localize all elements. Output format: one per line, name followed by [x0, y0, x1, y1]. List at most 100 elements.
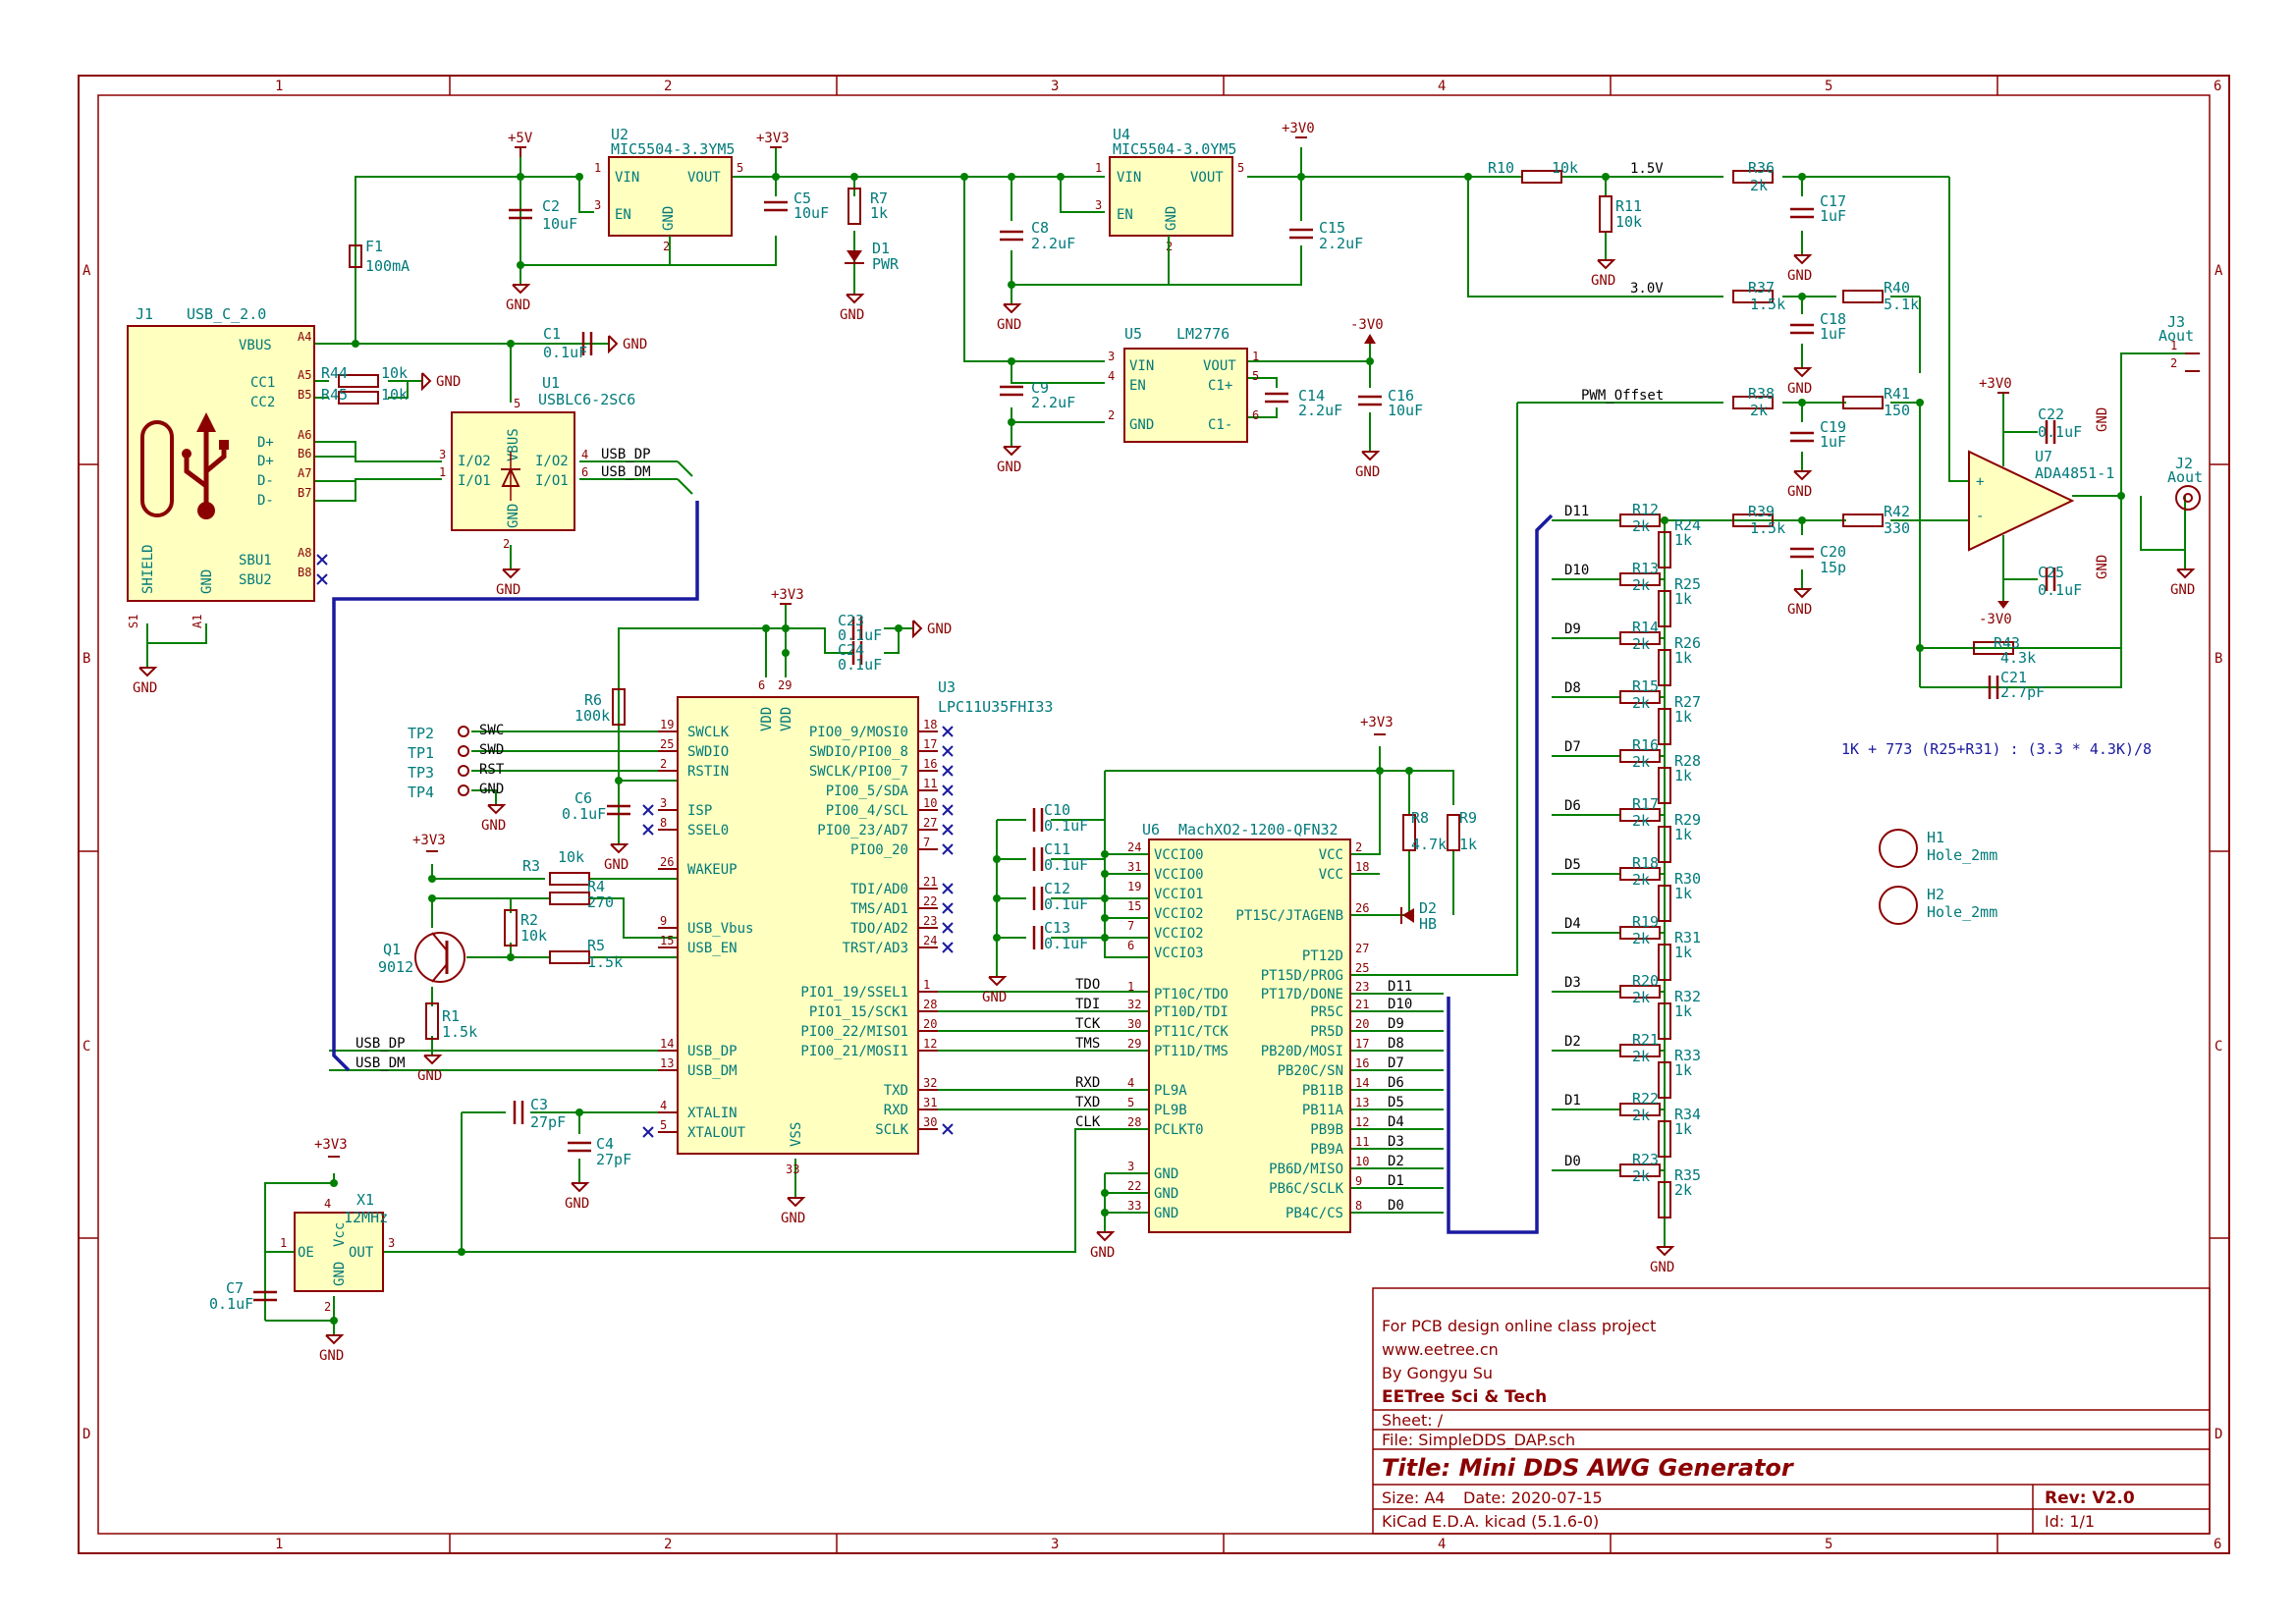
u3-pin-right-16: RXD	[884, 1103, 908, 1118]
pwr-3v3-u6: +3V3	[1360, 715, 1394, 730]
c1-value: 0.1uF	[543, 344, 587, 361]
net-tms: TMS	[1075, 1036, 1100, 1052]
gnd-icon	[502, 568, 521, 579]
zone-top-6: 6	[2214, 79, 2221, 94]
u6-pin-right-10: PB11B	[1302, 1083, 1343, 1099]
zone-right-D: D	[2214, 1427, 2222, 1442]
x1-pin-vcc: Vcc	[332, 1222, 348, 1247]
net-tdo: TDO	[1075, 977, 1100, 993]
x1-pin-gnd: GND	[332, 1262, 348, 1286]
u3-pin-right-4: PIO0_4/SCL	[826, 803, 908, 819]
u5-value: LM2776	[1176, 325, 1230, 343]
r25-ref: R25	[1674, 575, 1701, 593]
c24-value: 0.1uF	[838, 656, 882, 674]
c11-value: 0.1uF	[1044, 856, 1088, 874]
u6-pinnum-left-6: 1	[1127, 980, 1134, 994]
u6-pinnum-left-12: 28	[1127, 1115, 1141, 1129]
c17-value: 1uF	[1820, 207, 1846, 225]
gnd-label-r2: GND	[927, 622, 952, 637]
tb-company: EETree Sci & Tech	[1382, 1387, 1547, 1407]
u3-pin-11: XTALOUT	[687, 1125, 746, 1141]
net-pwm-offset: PWM_Offset	[1581, 388, 1664, 404]
u5-pin-en: EN	[1129, 378, 1146, 394]
r9-ref: R9	[1459, 809, 1477, 827]
gnd-icon	[846, 294, 865, 304]
u3-pin-right-0: PIO0_9/MOSI0	[809, 725, 908, 740]
u6-pin-right-5: PT17D/DONE	[1261, 987, 1343, 1002]
net-d8-ladder: D8	[1564, 680, 1581, 696]
r14-value: 2k	[1632, 635, 1650, 653]
u3-pin-right-10: TRST/AD3	[843, 941, 908, 956]
r23-ref: R23	[1632, 1151, 1659, 1168]
gnd-icon	[988, 976, 1008, 987]
u3-pinnum-left-2: 2	[660, 757, 667, 771]
u1-pin-vbus: VBUS	[506, 428, 521, 461]
pwr-m3v0-opamp: -3V0	[1979, 612, 2012, 627]
r40-ref: R40	[1884, 279, 1910, 297]
r12-ref: R12	[1632, 501, 1659, 518]
j1-pin-dp2: D+	[257, 454, 274, 469]
r8-ref: R8	[1411, 809, 1429, 827]
u6-pinnum-right-4: 25	[1355, 961, 1369, 975]
u1-pinnum-3: 3	[439, 448, 446, 461]
oscillator-x1: X1 12MHz OE Vcc GND OUT 1 4 2 3	[280, 1191, 395, 1314]
gnd-label-5: GND	[1591, 273, 1615, 289]
net-d9-fpga: D9	[1388, 1016, 1404, 1032]
data-bus	[1447, 514, 1554, 1234]
u6-pinnum-right-13: 11	[1355, 1135, 1369, 1149]
power-symbols: +5V +3V3 +3V0 -3V0 +3V3 +3V3 +3V3 +3V3 +…	[314, 121, 2012, 1158]
j1-pinnum-b8: B8	[298, 566, 311, 579]
tp4-ref: TP4	[408, 784, 434, 801]
d2-ref: D2	[1419, 899, 1437, 917]
r19-value: 2k	[1632, 930, 1650, 947]
gnd-icon	[1793, 470, 1813, 481]
u5-pinnum-3: 3	[1108, 350, 1115, 363]
gnd-label-rot1: GND	[2095, 555, 2110, 579]
u6-pin-right-13: PB9A	[1310, 1142, 1343, 1158]
u3-pinnum-left-1: 25	[660, 737, 674, 751]
r35-ref: R35	[1674, 1166, 1701, 1184]
r44-ref: R44	[321, 364, 348, 382]
c6-value: 0.1uF	[562, 805, 606, 823]
c23-value: 0.1uF	[838, 626, 882, 644]
u3-pin-right-17: SCLK	[875, 1122, 908, 1138]
r26-ref: R26	[1674, 634, 1701, 652]
zone-right-B: B	[2214, 651, 2222, 667]
d1-ref: D1	[872, 240, 890, 257]
u6-pin-left-4: VCCIO2	[1154, 926, 1204, 942]
u5-pin-vout: VOUT	[1203, 358, 1236, 374]
tb-date: Date: 2020-07-15	[1463, 1488, 1603, 1507]
j1-pin-cc2: CC2	[250, 395, 275, 410]
gnd-icon	[1793, 367, 1813, 378]
u6-pinnum-left-5: 6	[1127, 939, 1134, 952]
u6-pinnum-right-6: 21	[1355, 998, 1369, 1011]
c17-ref: C17	[1820, 192, 1846, 210]
r21-ref: R21	[1632, 1031, 1659, 1049]
u6-pinnum-left-14: 22	[1127, 1179, 1141, 1193]
r40-value: 5.1k	[1884, 296, 1919, 313]
pwr-3v0-top: +3V0	[1282, 121, 1315, 136]
tp2-ref: TP2	[408, 725, 434, 742]
gnd-icon	[610, 843, 629, 854]
u3-pinnum-left-8: 14	[660, 1037, 674, 1051]
gnd-label-13: GND	[565, 1196, 589, 1212]
tb-id: Id: 1/1	[2045, 1512, 2095, 1531]
r36-ref: R36	[1748, 159, 1775, 177]
u6-pinnum-right-16: 8	[1355, 1199, 1362, 1213]
q1-ref: Q1	[383, 941, 401, 958]
gnd-label-10: GND	[496, 582, 520, 598]
connector-j3: J3 Aout 1 2	[2159, 313, 2200, 372]
j1-pin-vbus: VBUS	[239, 338, 272, 353]
j1-pin-sbu2: SBU2	[239, 572, 272, 588]
u5-pinnum-5: 5	[1252, 369, 1259, 383]
